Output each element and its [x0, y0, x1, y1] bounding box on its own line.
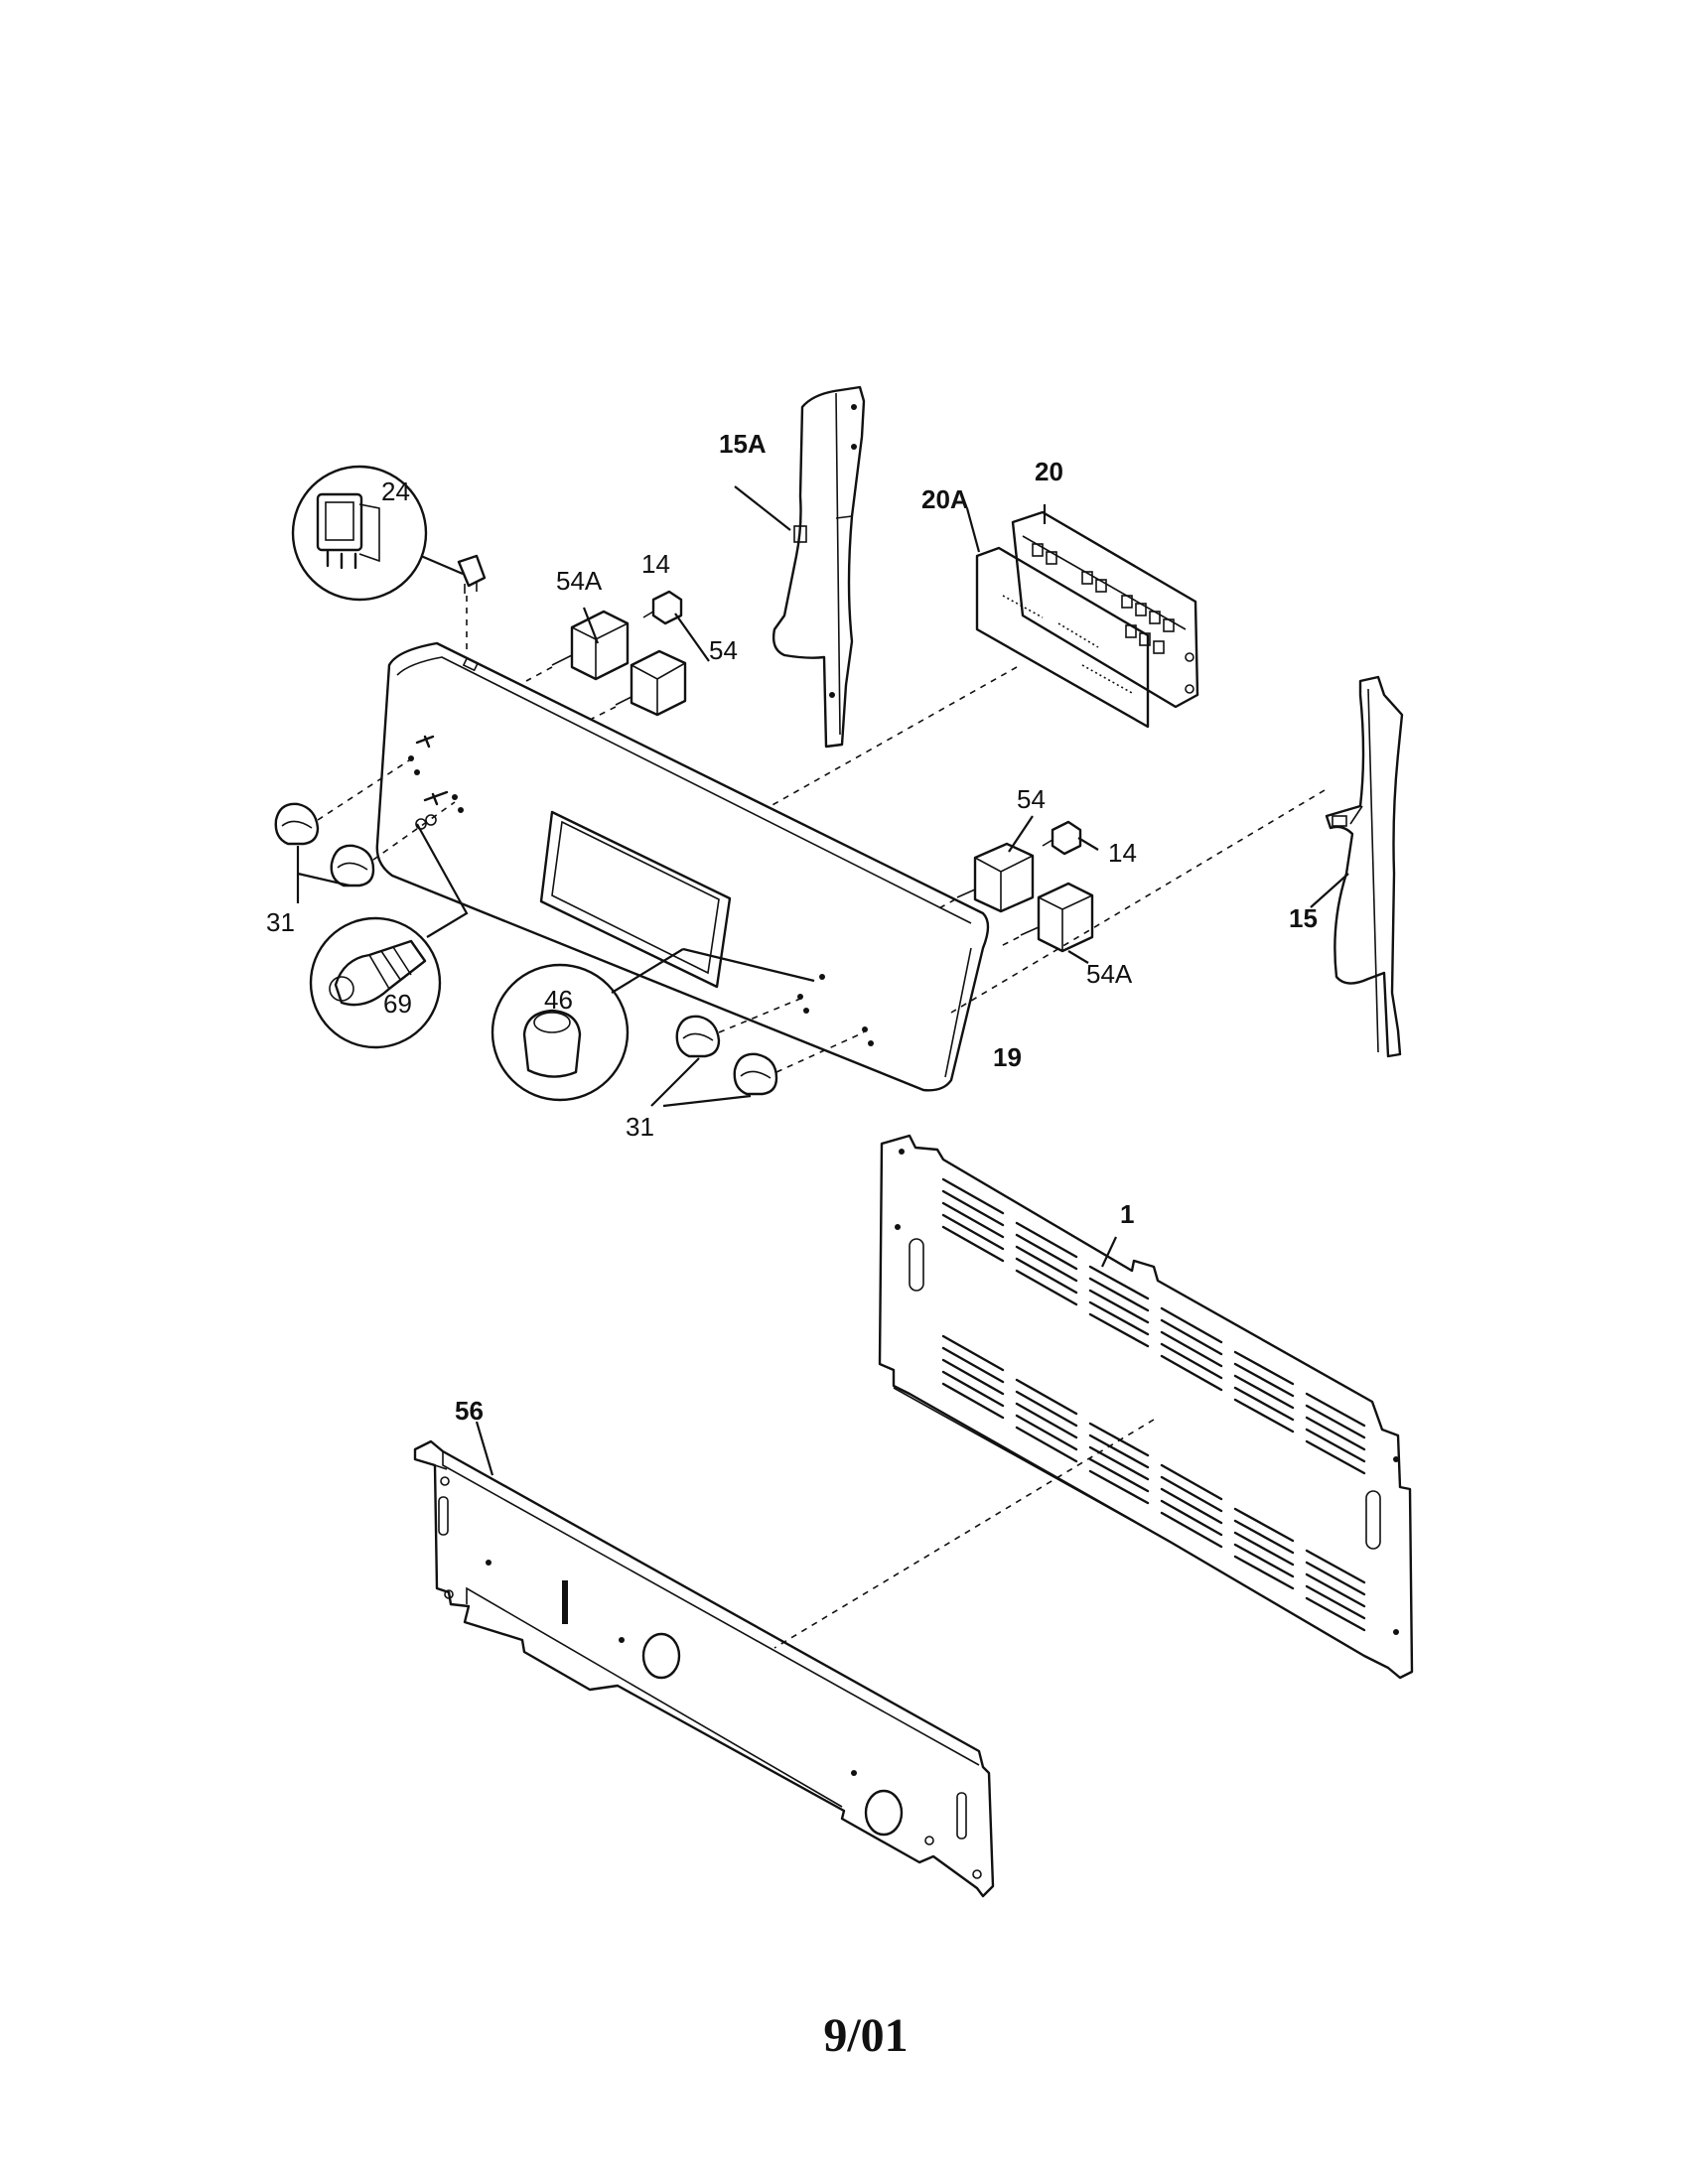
electronic-clock-control-20: [1011, 504, 1199, 709]
switch-14-upper: [642, 590, 683, 625]
callout-14-upper: 14: [641, 549, 670, 579]
fastener-69: [309, 823, 469, 1049]
revision-date: 9/01: [823, 2009, 908, 2062]
callout-54A-right: 54A: [1086, 959, 1133, 989]
callout-19: 19: [993, 1042, 1022, 1072]
knob-31-upper-right: [675, 1015, 721, 1058]
end-bracket-15A: [734, 385, 866, 749]
screw-pins-left: [415, 735, 449, 830]
indicator-light-46: [491, 947, 815, 1102]
callout-54A-upper: 54A: [556, 566, 603, 596]
callout-31-left: 31: [266, 907, 295, 937]
knob-31-upper-left: [274, 802, 320, 846]
back-guard-56: [413, 1421, 995, 1898]
callout-31-right: 31: [626, 1112, 654, 1142]
rear-panel-1: [878, 1134, 1414, 1680]
callout-20A: 20A: [921, 484, 969, 514]
rocker-switch-24: [291, 465, 487, 655]
switch-54-upper: [615, 649, 687, 717]
overlay-20A: [965, 507, 1150, 729]
callout-20: 20: [1035, 457, 1063, 486]
callout-15A: 15A: [719, 429, 767, 459]
callout-14-right: 14: [1108, 838, 1137, 868]
switch-54A-right: [1020, 882, 1094, 953]
switch-54-right: [956, 842, 1035, 913]
callout-54-right: 54: [1017, 784, 1046, 814]
callout-69: 69: [383, 989, 412, 1019]
control-panel-19: [375, 641, 990, 1092]
callout-46: 46: [544, 985, 573, 1015]
callout-54-upper: 54: [709, 635, 738, 665]
knob-31-lower-left: [330, 844, 375, 887]
switch-14-right: [1042, 820, 1082, 856]
callout-24: 24: [381, 477, 410, 506]
callout-1: 1: [1120, 1199, 1134, 1229]
end-bracket-15: [1310, 675, 1404, 1058]
knob-31-lower-right: [733, 1052, 778, 1096]
callout-56: 56: [455, 1396, 484, 1426]
callout-15: 15: [1289, 903, 1318, 933]
